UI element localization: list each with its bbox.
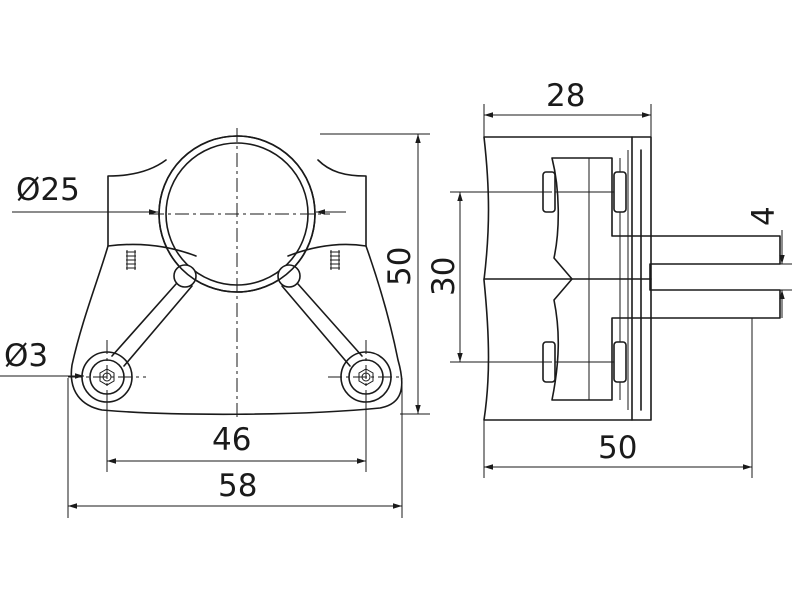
front-height-label: 50 [382,247,418,286]
boss-right [277,264,301,288]
side-depth-label: 28 [546,78,585,114]
pipe-diameter-label: Ø25 [16,172,80,208]
side-view [483,136,781,421]
side-width-label: 50 [598,430,637,466]
front-dimensions: Ø25 Ø3 50 46 58 [0,133,430,518]
spring-left [126,250,136,270]
front-view [68,128,403,418]
front-width-label: 58 [218,468,257,504]
strut-left [111,283,193,367]
boss-left [173,264,197,288]
side-plate-outline [483,136,652,421]
side-dimensions: 28 30 50 4 [426,78,792,478]
slot-width-label: 4 [746,206,782,226]
hole-right-center [328,340,402,412]
hole-spacing-label: 46 [212,422,251,458]
side-inner-height-label: 30 [426,257,462,296]
front-body-band [107,243,367,257]
spring-right [330,250,340,270]
strut-right [281,283,363,367]
bolt-top-right [613,171,627,213]
hole-diameter-label: Ø3 [4,338,48,374]
bolt-bottom-right [613,341,627,383]
side-t-block [551,157,781,401]
